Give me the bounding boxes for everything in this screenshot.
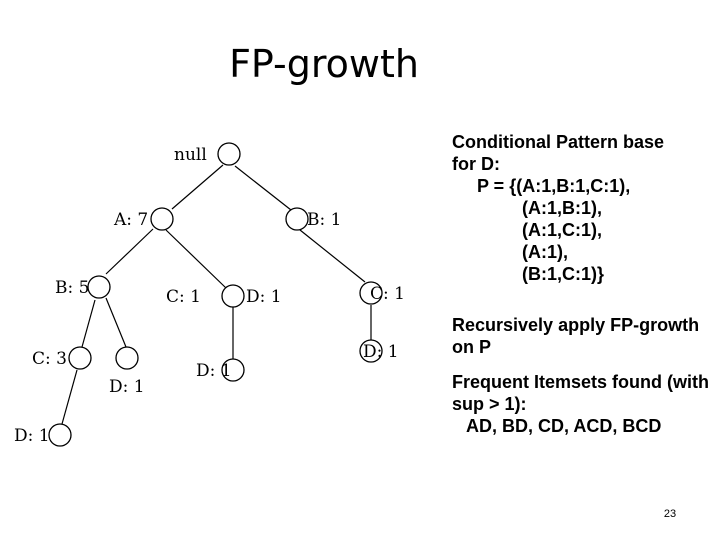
conditional-pattern-base: Conditional Pattern base for D: P = {(A:… xyxy=(452,131,714,285)
edge-null-a7 xyxy=(171,164,224,210)
cpb-line: (A:1,B:1), xyxy=(452,198,603,218)
label-c3: C: 3 xyxy=(32,349,67,369)
cpb-line: for D: xyxy=(452,154,500,174)
label-d1-b5: D: 1 xyxy=(109,377,145,397)
frequent-itemsets: Frequent Itemsets found (with sup > 1): … xyxy=(452,371,714,437)
tree-node-d1-b5 xyxy=(115,346,139,370)
label-b5: B: 5 xyxy=(55,278,89,298)
edge-c3-d1 xyxy=(61,369,78,425)
tree-node-d1-c1 xyxy=(221,358,245,382)
label-a7: A: 7 xyxy=(113,210,148,230)
cpb-line: (A:1,C:1), xyxy=(452,220,603,240)
recursive-note: Recursively apply FP-growth on P xyxy=(452,315,700,357)
edge-b5-d1 xyxy=(105,297,127,348)
edge-b1-c1 xyxy=(299,229,366,283)
cpb-line: (B:1,C:1)} xyxy=(452,264,605,284)
label-null: null xyxy=(174,145,207,165)
tree-node-b5 xyxy=(87,275,111,299)
tree-node-b1 xyxy=(285,207,309,231)
tree-node-null xyxy=(217,142,241,166)
edge-a7-c1 xyxy=(165,229,227,289)
frequent-heading: Frequent Itemsets found (with sup > 1): xyxy=(452,372,710,414)
tree-node-d1-c3 xyxy=(48,423,72,447)
label-b1: B: 1 xyxy=(307,210,341,230)
label-c1-left: C: 1 xyxy=(166,287,201,307)
tree-node-a7 xyxy=(150,207,174,231)
label-c1-right-visible: C: 1 xyxy=(370,284,405,304)
label-d1-mid: D: 1 xyxy=(246,287,282,307)
edge-a7-b5 xyxy=(105,228,154,275)
frequent-list: AD, BD, CD, ACD, BCD xyxy=(466,416,662,436)
label-d1-c3: D: 1 xyxy=(14,426,50,446)
tree-node-c1-right xyxy=(359,281,383,305)
tree-node-d1-right xyxy=(359,339,383,363)
slide-title: FP-growth xyxy=(229,42,419,86)
page-number: 23 xyxy=(663,508,677,520)
cpb-line: (A:1), xyxy=(452,242,569,262)
edge-null-b1 xyxy=(234,165,292,211)
cpb-line: Conditional Pattern base xyxy=(452,132,665,152)
edge-b5-c3 xyxy=(81,299,96,348)
cpb-line: P = {(A:1,B:1,C:1), xyxy=(452,176,631,196)
label-d1-right: D: 1 xyxy=(363,342,399,362)
tree-node-c3 xyxy=(68,346,92,370)
label-d1-c1: D: 1 xyxy=(196,361,232,381)
tree-node-c1-left xyxy=(221,284,245,308)
